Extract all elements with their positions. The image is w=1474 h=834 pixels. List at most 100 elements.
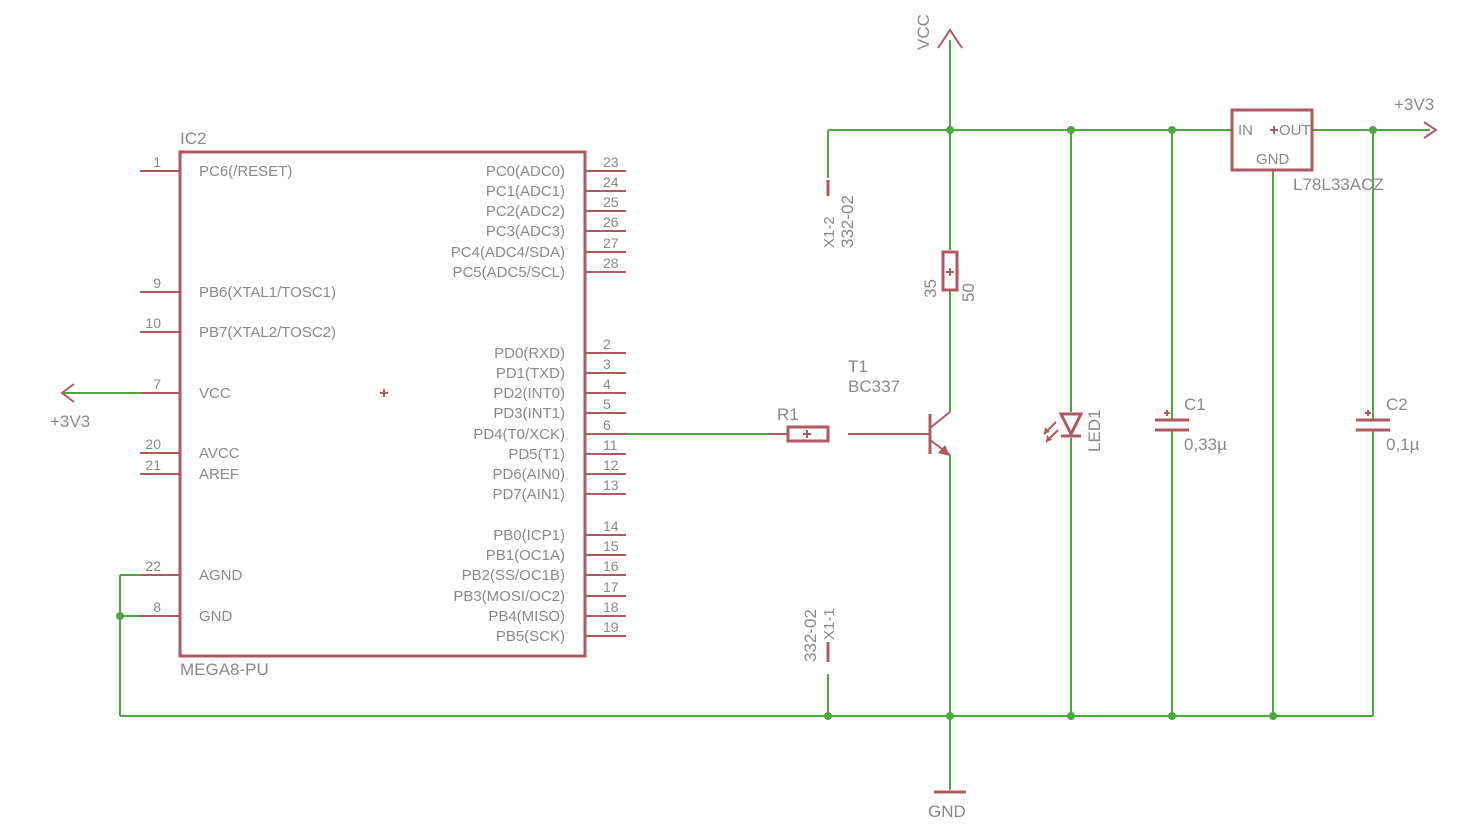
- ic2-pin-name: PD2(INT0): [493, 385, 565, 402]
- supply-3v3-left: +3V3: [50, 383, 90, 431]
- ic2-pin-name: PB6(XTAL1/TOSC1): [199, 284, 336, 301]
- connector-x1-2-name: X1-2: [821, 216, 838, 248]
- capacitor-c2[interactable]: C2 0,1µ: [1356, 395, 1420, 454]
- capacitor-c1-name: C1: [1184, 395, 1206, 414]
- junction-dot: [1168, 126, 1176, 134]
- ic2-right-pins: 23PC0(ADC0)24PC1(ADC1)25PC2(ADC2)26PC3(A…: [451, 154, 626, 645]
- wires: [62, 40, 1430, 790]
- ic2-pin-name: PD3(INT1): [493, 405, 565, 422]
- ic2-pin-name: GND: [199, 608, 233, 625]
- ic2-pin-number: 19: [603, 619, 619, 635]
- ic2-pin-number: 8: [153, 599, 161, 615]
- ic2-pin-name: PC6(/RESET): [199, 163, 292, 180]
- ic2-pin-name: PB7(XTAL2/TOSC2): [199, 324, 336, 341]
- arrow-right-icon: [1423, 121, 1438, 139]
- ic2-pin-number: 27: [603, 235, 619, 251]
- ic2-pin-name: PB2(SS/OC1B): [462, 567, 565, 584]
- supply-vcc: VCC: [914, 14, 963, 50]
- junction-dot: [946, 126, 954, 134]
- connector-x1-2-value: 332-02: [838, 195, 857, 248]
- ic2-pin-name: PC1(ADC1): [486, 183, 565, 200]
- regulator-pin-gnd: GND: [1256, 151, 1290, 168]
- regulator-pin-out: OUT: [1279, 122, 1311, 139]
- led1[interactable]: LED1: [1043, 409, 1104, 452]
- ic2-pin-number: 9: [153, 275, 161, 291]
- potentiometer-value-left: 35: [921, 279, 940, 298]
- ic2-pin-name: PB4(MISO): [488, 608, 565, 625]
- capacitor-c2-value: 0,1µ: [1386, 435, 1420, 454]
- supply-gnd: GND: [928, 790, 966, 821]
- ic2-pin-number: 11: [603, 437, 618, 453]
- potentiometer[interactable]: 35 50: [921, 250, 978, 302]
- resistor-r1[interactable]: R1: [770, 405, 830, 443]
- ic2-pin-number: 24: [603, 174, 619, 190]
- transistor-value: BC337: [848, 377, 900, 396]
- ic2-pin-number: 18: [603, 599, 619, 615]
- ic2-pin-number: 21: [145, 457, 161, 473]
- resistor-name: R1: [777, 405, 799, 424]
- arrow-up-icon: [937, 28, 963, 49]
- ic2-pin-number: 14: [603, 518, 619, 534]
- junction-dot: [1067, 126, 1075, 134]
- ic2-pin-number: 23: [603, 154, 619, 170]
- ic2-pin-name: PD1(TXD): [496, 365, 565, 382]
- junction-dot: [1067, 712, 1075, 720]
- supply-3v3-right-label: +3V3: [1394, 95, 1434, 114]
- capacitor-c2-name: C2: [1386, 395, 1408, 414]
- ic2-pin-name: PD5(T1): [508, 446, 565, 463]
- ic2-value: MEGA8-PU: [180, 660, 269, 679]
- ic2-pin-name: PB0(ICP1): [493, 527, 565, 544]
- ic2-pin-number: 17: [603, 579, 619, 595]
- supply-vcc-label: VCC: [914, 14, 933, 50]
- ic2-pin-number: 7: [153, 376, 161, 392]
- ic2-pin-number: 15: [603, 538, 619, 554]
- ic2-pin-name: PB3(MOSI/OC2): [453, 588, 565, 605]
- ic2-pin-number: 28: [603, 255, 619, 271]
- ic2-pin-number: 6: [603, 417, 611, 433]
- ic2-pin-name: PC0(ADC0): [486, 163, 565, 180]
- ic2-pin-name: PC5(ADC5/SCL): [452, 264, 565, 281]
- capacitor-c1[interactable]: C1 0,33µ: [1155, 395, 1227, 454]
- resistor-body: [786, 425, 830, 443]
- potentiometer-value-right: 50: [959, 283, 978, 302]
- arrow-left-icon: [60, 383, 75, 403]
- junction-dot: [116, 612, 124, 620]
- potentiometer-body: [941, 250, 959, 292]
- voltage-regulator[interactable]: IN OUT GND L78L33ACZ: [1230, 108, 1384, 194]
- junction-dot: [946, 712, 954, 720]
- connector-x1-1-name: X1-1: [821, 608, 838, 640]
- ic2-pin-name: PC3(ADC3): [486, 223, 565, 240]
- transistor-collector: [929, 411, 951, 429]
- ic2-pin-name: AREF: [199, 466, 239, 483]
- ic2-pin-number: 16: [603, 558, 619, 574]
- regulator-pin-in: IN: [1238, 122, 1253, 139]
- led-name: LED1: [1085, 409, 1104, 452]
- ic2-pin-name: AGND: [199, 567, 243, 584]
- ic2-pin-number: 20: [145, 436, 161, 452]
- connector-x1-2[interactable]: X1-2 332-02: [821, 180, 857, 248]
- ic2-pin-name: PD6(AIN0): [492, 466, 565, 483]
- ic2-pin-name: VCC: [199, 385, 231, 402]
- ic2-pin-name: PB5(SCK): [496, 628, 565, 645]
- ic2-pin-number: 2: [603, 336, 611, 352]
- junction-dot: [824, 712, 832, 720]
- ic2-pin-number: 12: [603, 457, 619, 473]
- transistor-t1[interactable]: T1 BC337: [848, 357, 951, 456]
- ic2-pin-name: PD4(T0/XCK): [473, 426, 565, 443]
- light-ray-arrow-icon: [1044, 427, 1050, 434]
- ic2-pin-number: 3: [603, 356, 611, 372]
- ic2-pin-name: PC2(ADC2): [486, 203, 565, 220]
- ic2-pin-name: AVCC: [199, 445, 240, 462]
- ic2-pin-name: PD0(RXD): [494, 345, 565, 362]
- ic2-pin-name: PB1(OC1A): [486, 547, 565, 564]
- ic2-pin-number: 1: [153, 154, 161, 170]
- connector-x1-1[interactable]: 332-02 X1-1: [801, 608, 838, 662]
- ic2-pin-number: 10: [145, 315, 161, 331]
- ic2-pin-number: 13: [603, 477, 619, 493]
- junction-dot: [1369, 126, 1377, 134]
- junctions: [116, 126, 1377, 720]
- ic2-name: IC2: [180, 129, 206, 148]
